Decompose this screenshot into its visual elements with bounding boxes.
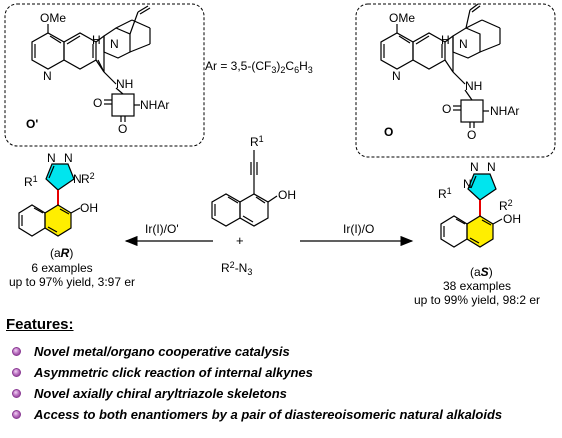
product-left-examples: 6 examples (31, 261, 92, 275)
product-right-n3: N (487, 160, 496, 174)
product-left-yield: up to 97% yield, 3:97 er (9, 275, 135, 289)
catalyst-right-nhar: NHAr (490, 104, 519, 118)
features-title: Features: (6, 316, 74, 333)
catalyst-left-n-bridge: N (110, 37, 119, 51)
product-right-n2: N (470, 160, 479, 174)
reaction-scheme: OMe N H N NH NHAr O O O' Ar = 3,5-(CF3)2… (4, 3, 556, 307)
product-left-n1: N (47, 151, 56, 165)
catalyst-right-nh: NH (465, 79, 482, 93)
product-right-naphthyl-ring (466, 215, 494, 248)
catalyst-left-o-bottom: O (118, 122, 127, 136)
bullet-icon (12, 347, 21, 356)
product-right-r1: R1 (438, 186, 452, 201)
catalyst-left-o-top: O (93, 96, 102, 110)
product-left-r2: R2 (81, 171, 95, 186)
catalyst-left-h: H (92, 33, 101, 47)
catalyst-left-ome: OMe (40, 11, 66, 25)
catalyst-right-n-quinoline: N (392, 69, 401, 83)
feature-item: Access to both enantiomers by a pair of … (12, 404, 502, 425)
feature-item: Novel metal/organo cooperative catalysis (12, 341, 502, 362)
catalyst-right-o-top: O (442, 102, 451, 116)
ar-definition: Ar = 3,5-(CF3)2C6H3 (205, 59, 313, 75)
product-left-triazole (45, 163, 75, 191)
product-left-n3: N (73, 172, 82, 186)
catalyst-left: OMe N H N NH NHAr O O O' (4, 3, 205, 147)
azide-reagent: R2-N3 (221, 260, 252, 277)
bullet-icon (12, 389, 21, 398)
catalyst-right-h: H (441, 33, 450, 47)
product-left-n2: N (64, 151, 73, 165)
feature-text: Access to both enantiomers by a pair of … (34, 407, 503, 422)
product-left-naphthyl-ring (44, 204, 72, 237)
catalyst-left-label: O' (26, 117, 38, 131)
product-right-yield: up to 99% yield, 98:2 er (414, 293, 540, 307)
product-right: N N N R1 R2 OH (aS) 38 examples up to 99… (414, 160, 540, 307)
catalyst-right-o-bottom: O (467, 128, 476, 142)
feature-text: Asymmetric click reaction of internal al… (34, 365, 313, 380)
catalyst-right-ome: OMe (389, 11, 415, 25)
product-left-r1: R1 (24, 174, 38, 189)
product-right-n1: N (463, 177, 472, 191)
bullet-icon (12, 410, 21, 419)
catalyst-left-nh: NH (116, 77, 133, 91)
alkyne-oh: OH (278, 188, 296, 202)
product-right-r2: R2 (499, 198, 513, 213)
product-right-examples: 38 examples (443, 279, 511, 293)
feature-item: Novel axially chiral aryltriazole skelet… (12, 383, 502, 404)
catalyst-left-nhar: NHAr (140, 98, 169, 112)
bullet-icon (12, 368, 21, 377)
product-left-oh: OH (80, 201, 98, 215)
arrow-right-label: Ir(I)/O (343, 222, 374, 236)
catalyst-right: OMe N H N NH NHAr O O O (355, 3, 556, 158)
product-left-label: (aR) (50, 246, 73, 260)
catalyst-right-n-bridge: N (459, 37, 468, 51)
arrow-left-label: Ir(I)/O' (145, 222, 179, 236)
feature-item: Asymmetric click reaction of internal al… (12, 362, 502, 383)
features-list: Novel metal/organo cooperative catalysis… (12, 341, 502, 425)
feature-text: Novel axially chiral aryltriazole skelet… (34, 386, 287, 401)
catalyst-right-box (355, 3, 556, 158)
alkyne-r1: R1 (250, 134, 264, 149)
catalyst-left-n-quinoline: N (43, 69, 52, 83)
product-left: N N N R1 R2 OH (aR) 6 examples up to 97%… (9, 151, 135, 289)
feature-text: Novel metal/organo cooperative catalysis (34, 344, 290, 359)
plus-sign: + (236, 233, 244, 248)
alkyne-substrate: R1 OH (211, 134, 296, 227)
product-right-triazole (467, 173, 497, 201)
product-right-oh: OH (503, 212, 521, 226)
catalyst-left-box (4, 3, 205, 147)
catalyst-right-label: O (384, 125, 393, 139)
product-right-label: (aS) (470, 265, 493, 279)
